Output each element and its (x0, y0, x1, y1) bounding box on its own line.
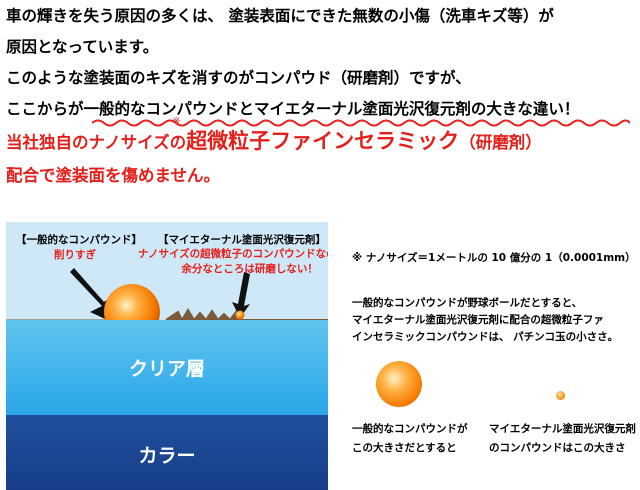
intro-line-4-prefix: ここからが (6, 100, 84, 118)
meitarnal-sub-line-2: 余分なところは研磨しない！ (181, 263, 318, 275)
large-ball-caption-1: 一般的なコンパウンドが (352, 423, 468, 435)
comparison-line-3: インセラミックコンパウンドは、 パチンコ玉の小ささ。 (352, 331, 619, 343)
small-ball-caption-1: マイエターナル塗面光沢復元剤 (489, 423, 636, 435)
intro-line-5-suffix: （研磨剤） (459, 133, 542, 152)
nano-size-note: ※ ナノサイズ＝1メートルの 10 億分の 1（0.0001mm） (352, 252, 636, 264)
comparison-line-1: 一般的なコンパウンドが野球ボールだとすると、 (352, 297, 583, 309)
intro-line-3: このような塗装面のキズを消すのがコンパウド（研磨剤）ですが、 (6, 69, 471, 87)
paint-layer-diagram: 【一般的なコンパウンド】 削りすぎ 【マイエターナル塗面光沢復元剤】 ナノサイズ… (6, 222, 328, 490)
intro-line-1: 車の輝きを失う原因の多くは、 塗装表面にできた無数の小傷（洗車キズ等）が (6, 7, 554, 25)
meitarnal-sub-label: ナノサイズの超微粒子のコンパウンドなので 余分なところは研磨しない！ (138, 247, 328, 277)
small-ball-caption-2: のコンパウンドはこの大きさ (489, 442, 626, 454)
baseball-size-ball (376, 361, 422, 407)
over-polish-label: 削りすぎ (54, 249, 96, 261)
intro-line-5: 当社独自のナノサイズの ※ 超微粒子ファインセラミック（研磨剤） (6, 116, 542, 155)
scratch-surface-right (165, 308, 328, 323)
color-coat-label: カラー (138, 445, 196, 467)
comparison-line-2: マイエターナル塗面光沢復元剤に配合の超微粒子ファ (352, 314, 604, 326)
intro-line-5-big: 超微粒子ファインセラミック (186, 129, 460, 153)
meitarnal-label: 【マイエターナル塗面光沢復元剤】 (158, 234, 326, 246)
red-wave-underline (92, 119, 630, 127)
comparison-paragraph: 一般的なコンパウンドが野球ボールだとすると、 マイエターナル塗面光沢復元剤に配合… (352, 295, 618, 346)
intro-line-6: 配合で塗装面を傷めません。 (6, 166, 221, 185)
intro-line-5-prefix: 当社独自のナノサイズの (6, 133, 187, 152)
pachinko-size-ball (556, 391, 565, 400)
color-coat-layer: カラー (6, 415, 328, 490)
meitarnal-sub-line-1: ナノサイズの超微粒子のコンパウンドなので (138, 248, 328, 260)
clear-coat-label: クリア層 (128, 358, 205, 380)
general-compound-label: 【一般的なコンパウンド】 (16, 234, 142, 246)
arrow-meitarnal (232, 272, 250, 318)
note-mark: ※ (172, 116, 181, 127)
clear-coat-layer: クリア層 (6, 320, 328, 415)
large-ball-caption-2: この大きさだとすると (352, 442, 457, 454)
intro-line-4: ここからが一般的なコンパウンドとマイエターナル塗面光沢復元剤の大きな違い！ (6, 97, 579, 119)
small-ball-caption: マイエターナル塗面光沢復元剤 のコンパウンドはこの大きさ (489, 420, 636, 458)
large-ball-caption: 一般的なコンパウンドが この大きさだとすると (352, 420, 468, 458)
intro-line-2: 原因となっています。 (6, 38, 159, 56)
intro-line-4-highlight: 一般的なコンパウンドとマイエターナル塗面光沢復元剤の大きな違い！ (83, 100, 580, 118)
nano-compound-ball (235, 310, 245, 320)
